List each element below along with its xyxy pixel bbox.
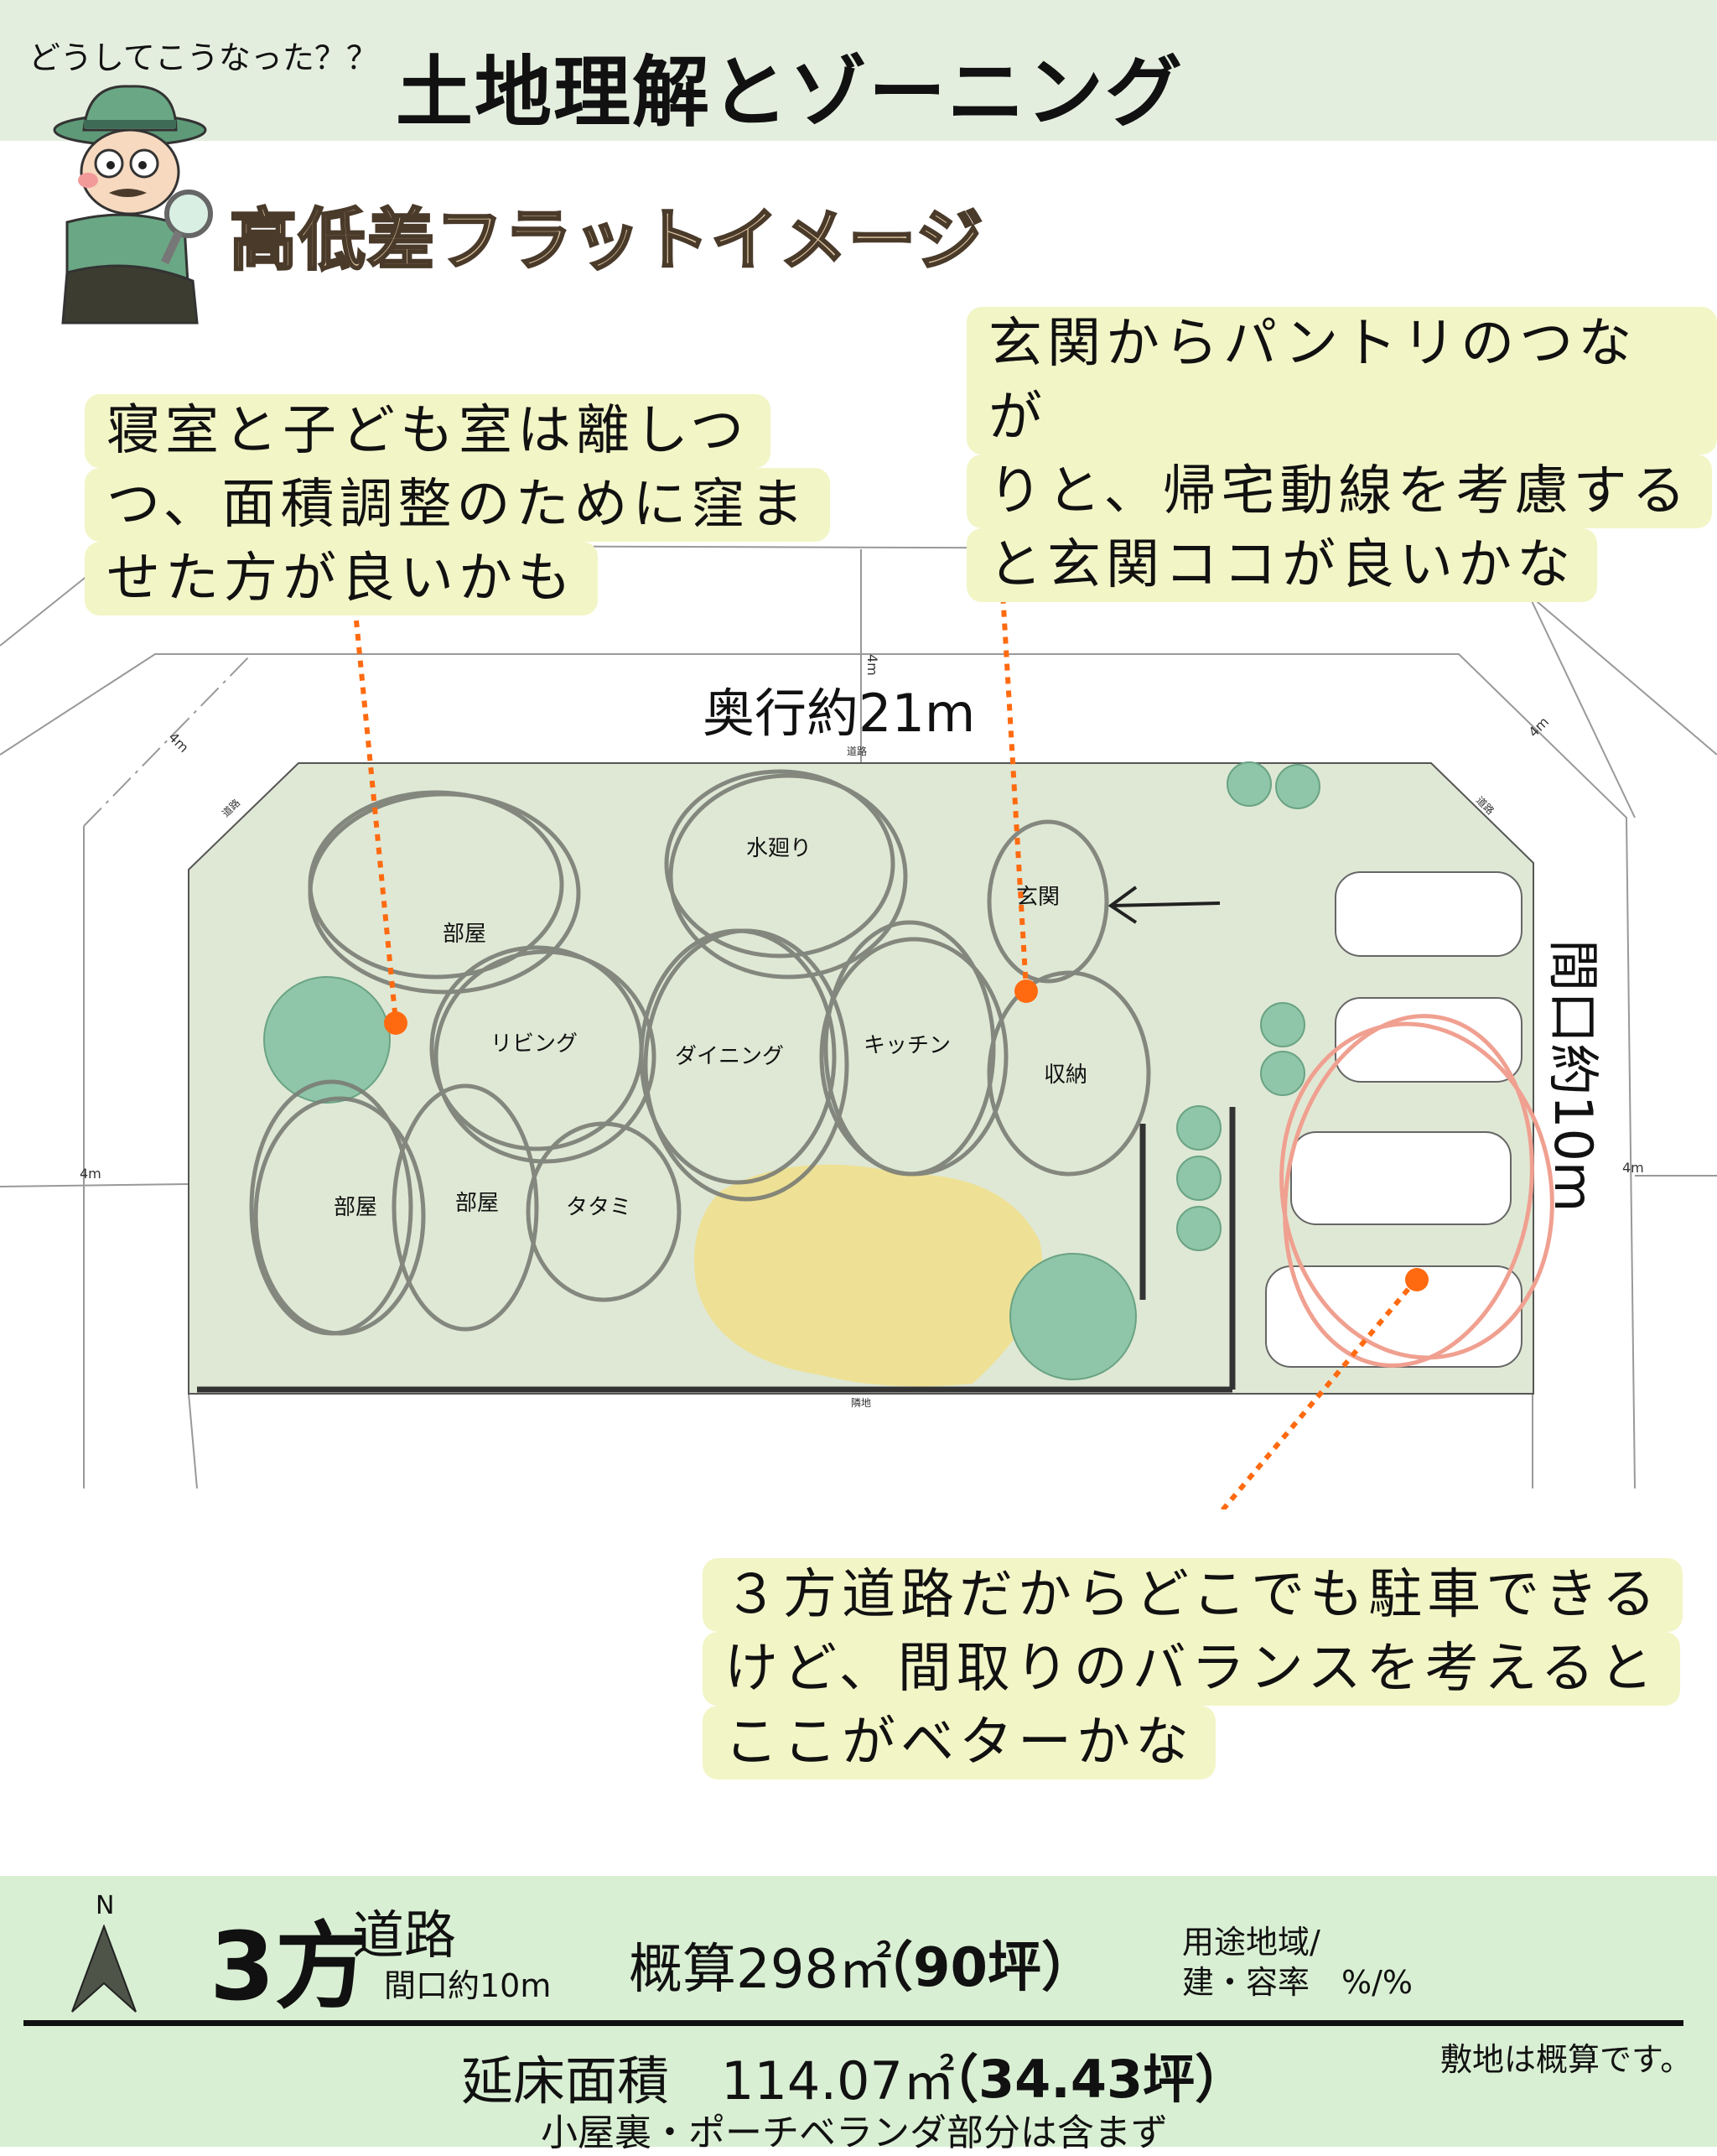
north-label: N — [96, 1891, 115, 1920]
callout-line: 寝室と子ども室は離しつ — [85, 394, 771, 468]
header-band — [0, 0, 1717, 141]
pre-title: どうしてこうなった？？ — [29, 39, 378, 76]
road-outlines — [0, 543, 1717, 1489]
trees — [263, 761, 1320, 1380]
callout-line: けど、間取りのバランスを考えると — [703, 1632, 1680, 1706]
floor-area: 延床面積 114.07㎡ — [461, 2050, 955, 2112]
room-label: ダイニング — [675, 1044, 784, 1069]
summary-footer: N 3方 道路 間口約10m 概算298㎡ （90坪） 用途地域/ 建・容率 %… — [0, 1876, 1717, 2154]
callout-line: つ、面積調整のために窪ま — [85, 468, 831, 542]
north-arrow-icon — [71, 1925, 137, 2013]
road-width-topright: 4m — [1525, 714, 1552, 740]
callout-parking-note: ３方道路だからどこでも駐車できる けど、間取りのバランスを考えると ここがベター… — [703, 1558, 1683, 1779]
depth-dimension-label: 奥行約21m — [703, 683, 975, 744]
room-label: タタミ — [566, 1195, 631, 1220]
neighbor-label: 隣地 — [851, 1396, 871, 1409]
parking-highlight-circle — [1279, 1014, 1554, 1368]
divider — [23, 2020, 1683, 2026]
room-label: 部屋 — [455, 1191, 499, 1216]
callout-line: 玄関からパントリのつなが — [967, 307, 1717, 455]
frontage-dimension-label: 間口約10m — [1543, 939, 1604, 1212]
road-width-top: 4m — [864, 654, 880, 676]
building-ratio-label: 建・容率 %/% — [1182, 1964, 1414, 2001]
callout-pointer-dots — [384, 979, 1429, 1291]
room-label: リビング — [490, 1031, 578, 1057]
callout-bedroom-note: 寝室と子ども室は離しつ つ、面積調整のために窪ま せた方が良いかも — [85, 394, 831, 616]
section-subtitle: 高低差フラットイメージ — [228, 200, 985, 281]
site-estimate-note: 敷地は概算です。 — [1440, 2041, 1693, 2078]
room-label: 収納 — [1044, 1062, 1087, 1088]
callout-line: せた方が良いかも — [85, 542, 598, 616]
zoning-label: 用途地域/ — [1182, 1924, 1320, 1961]
road-width-right: 4m — [1622, 1160, 1644, 1176]
road-count: 3方 — [210, 1913, 369, 2022]
room-label: 部屋 — [443, 922, 486, 947]
zoning-circles — [249, 769, 1151, 1336]
road-width-topleft: 4m — [165, 729, 192, 756]
room-label: キッチン — [864, 1033, 951, 1058]
callout-line: と玄関ココが良いかな — [967, 528, 1597, 602]
road-width-left: 4m — [80, 1166, 101, 1182]
garden-area — [694, 1164, 1043, 1387]
room-label: 水廻り — [746, 836, 812, 861]
entrance-arrow-icon — [1107, 886, 1221, 924]
site-area: 概算298㎡ — [629, 1939, 893, 2001]
parked-cars — [1265, 871, 1522, 1368]
callout-pointer-lines — [354, 435, 1419, 1509]
callout-entrance-note: 玄関からパントリのつなが りと、帰宅動線を考慮する と玄関ココが良いかな — [967, 307, 1717, 602]
page-title: 土地理解とゾーニング — [396, 48, 1185, 138]
road-label-top: 道路 — [847, 745, 867, 757]
site-area-tsubo: （90坪） — [859, 1937, 1096, 1999]
site-zoning-map: 4m 4m 4m 4m 4m 道路 道路 道路 隣地 — [0, 435, 1717, 1509]
frontage-summary: 間口約10m — [384, 1967, 552, 2004]
callout-line: ３方道路だからどこでも駐車できる — [703, 1558, 1683, 1632]
room-label: 部屋 — [334, 1195, 377, 1220]
road-count-suffix: 道路 — [352, 1904, 457, 1966]
callout-line: りと、帰宅動線を考慮する — [967, 455, 1713, 528]
floor-area-note: 小屋裏・ポーチベランダ部分は含まず — [541, 2112, 1168, 2154]
road-label-topleft: 道路 — [220, 797, 243, 820]
detective-character-illustration — [53, 85, 213, 325]
callout-line: ここがベターかな — [703, 1706, 1216, 1779]
floor-area-tsubo: （34.43坪） — [926, 2049, 1248, 2110]
